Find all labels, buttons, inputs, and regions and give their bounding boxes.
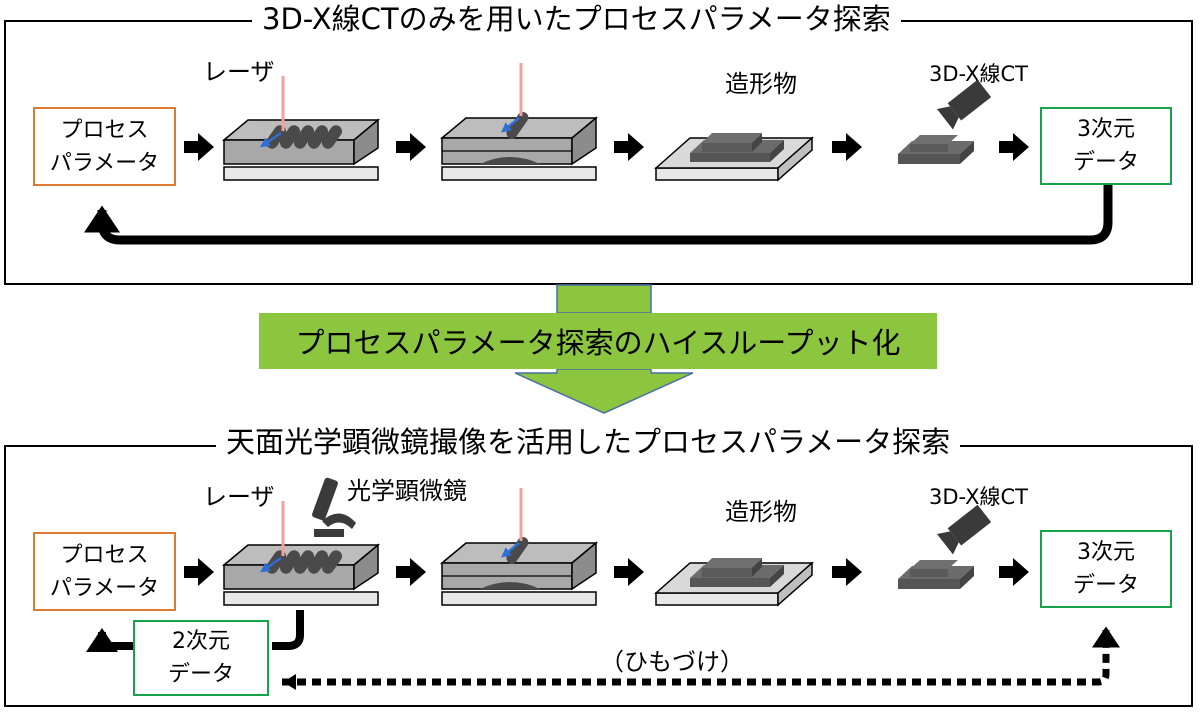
down-arrow-head xyxy=(514,368,694,414)
down-arrow-shaft xyxy=(556,284,652,314)
box-line: データ xyxy=(1072,150,1139,175)
flow-arrow-1-bottom xyxy=(184,558,214,586)
flow-arrow-2-bottom xyxy=(396,558,426,586)
build-label-top: 造形物 xyxy=(725,70,797,98)
box-line: データ xyxy=(167,662,234,687)
flow-arrow-1-top xyxy=(184,133,214,161)
build-stage-bottom xyxy=(655,557,813,606)
ct-label-top: 3D-X線CT xyxy=(929,62,1028,86)
3d-data-box-top: 3次元 データ xyxy=(1040,107,1172,185)
laser-label-bottom: レーザ xyxy=(203,483,275,511)
box-line: データ xyxy=(1072,573,1139,598)
build-stage-top xyxy=(655,132,813,181)
to-2d-data-line xyxy=(272,610,304,650)
feedback-arrow-top xyxy=(84,184,1113,245)
ct-stage-bottom xyxy=(898,503,993,589)
microscope-label: 光学顕微鏡 xyxy=(347,477,467,505)
process-parameter-box-top: プロセス パラメータ xyxy=(33,107,176,186)
ct-stage-top xyxy=(898,78,993,164)
box-line: プロセス xyxy=(60,542,149,568)
laser-stage-bottom xyxy=(224,501,378,605)
layered-stage-top xyxy=(442,63,596,180)
flow-arrow-3-top xyxy=(614,133,644,161)
link-label: （ひもづけ） xyxy=(600,648,744,676)
box-line: 3次元 xyxy=(1077,540,1135,565)
box-line: プロセス xyxy=(60,117,149,143)
flow-arrow-2-top xyxy=(396,133,426,161)
top-panel-title: 3D-X線CTのみを用いたプロセスパラメータ探索 xyxy=(252,1,901,37)
layered-stage-bottom xyxy=(442,488,596,605)
link-dashed-arrowhead-left xyxy=(283,674,296,690)
flow-arrow-4-bottom xyxy=(832,558,862,586)
build-label-bottom: 造形物 xyxy=(725,498,797,526)
laser-stage-top xyxy=(224,76,378,180)
ct-label-bottom: 3D-X線CT xyxy=(929,485,1028,509)
flow-arrow-5-top xyxy=(999,133,1029,161)
box-line: パラメータ xyxy=(49,575,160,601)
microscope-icon xyxy=(312,477,356,537)
box-line: 2次元 xyxy=(172,629,230,654)
to-process-params-arrow xyxy=(86,628,133,652)
process-parameter-box-bottom: プロセス パラメータ xyxy=(33,532,176,611)
flow-arrow-4-top xyxy=(832,133,862,161)
flow-arrow-5-bottom xyxy=(999,558,1029,586)
link-dashed-arrow xyxy=(282,626,1120,686)
bottom-panel-title: 天面光学顕微鏡撮像を活用したプロセスパラメータ探索 xyxy=(216,424,961,460)
box-line: 3次元 xyxy=(1077,117,1135,142)
box-line: パラメータ xyxy=(49,150,160,176)
3d-data-box-bottom: 3次元 データ xyxy=(1040,530,1172,608)
laser-label-top: レーザ xyxy=(203,58,275,86)
2d-data-box: 2次元 データ xyxy=(133,620,269,696)
flow-arrow-3-bottom xyxy=(614,558,644,586)
throughput-banner: プロセスパラメータ探索のハイスループット化 xyxy=(259,313,937,369)
